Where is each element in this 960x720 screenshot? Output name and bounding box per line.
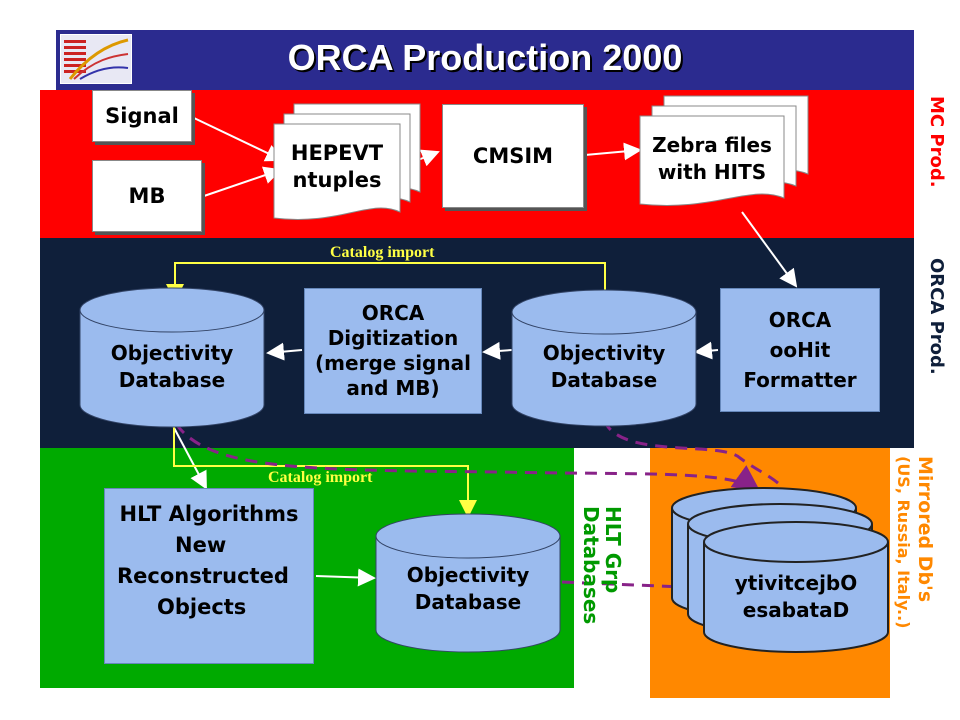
mirror-db-label: ytivitcejbO esabataD: [734, 571, 858, 622]
arrow-db-to-digit: [482, 341, 513, 360]
zebra-document-stack: [639, 95, 809, 206]
db-cylinder-left: [79, 287, 265, 428]
catalog-import-label-orca: Catalog import: [330, 244, 435, 261]
db-hlt-label: Objectivity Database: [406, 563, 530, 614]
db-mid-label: Objectivity Database: [542, 341, 666, 392]
orca-digitization-box: ORCA Digitization (merge signal and MB): [304, 288, 482, 414]
db-cylinder-hlt: [375, 513, 561, 653]
arrow-db-to-hlt-algo: [171, 423, 207, 490]
arrow-algo-to-db: [315, 568, 376, 587]
hlt-grp-databases-label: HLT Grp Databases: [579, 506, 625, 625]
mc-prod-label: MC Prod.: [926, 96, 947, 188]
hepevt-document-stack: [273, 103, 421, 220]
mirror-cylinder-front: [703, 521, 889, 653]
hepevt-label: HEPEVT ntuples: [290, 141, 384, 192]
zebra-label: Zebra files with HITS: [652, 133, 772, 184]
cms-logo-icon: [60, 34, 132, 84]
arrow-hepevt-to-cmsim: [417, 149, 440, 167]
arrow-oohit-to-db: [694, 341, 719, 360]
arrow-zebra-to-oohit: [741, 211, 798, 288]
title-bar: [56, 30, 914, 90]
db-cylinder-mid: [511, 289, 697, 427]
db-left-label: Objectivity Database: [110, 341, 234, 392]
hlt-algorithms-box: HLT Algorithms New Reconstructed Objects: [104, 488, 314, 664]
orca-prod-label: ORCA Prod.: [926, 258, 947, 375]
arrow-signal-to-hepevt: [193, 117, 284, 162]
signal-box: Signal: [92, 90, 192, 142]
mb-box: MB: [92, 160, 202, 232]
arrow-cmsim-to-zebra: [584, 142, 642, 161]
catalog-import-connector-hlt: [173, 424, 477, 518]
catalog-import-label-hlt: Catalog import: [268, 469, 373, 486]
mirrored-dbs-label: Mirrored Db's (US, Russia, Italy..): [894, 456, 936, 629]
page-title: ORCA Production 2000: [287, 37, 683, 78]
arrow-digit-to-db: [266, 342, 303, 361]
hlt-grp-band: [574, 448, 650, 688]
orca-oohit-formatter-box: ORCA ooHit Formatter: [720, 288, 880, 412]
cmsim-box: CMSIM: [442, 104, 584, 208]
mirror-link-1: [174, 423, 761, 492]
arrow-mb-to-hepevt: [203, 166, 282, 197]
